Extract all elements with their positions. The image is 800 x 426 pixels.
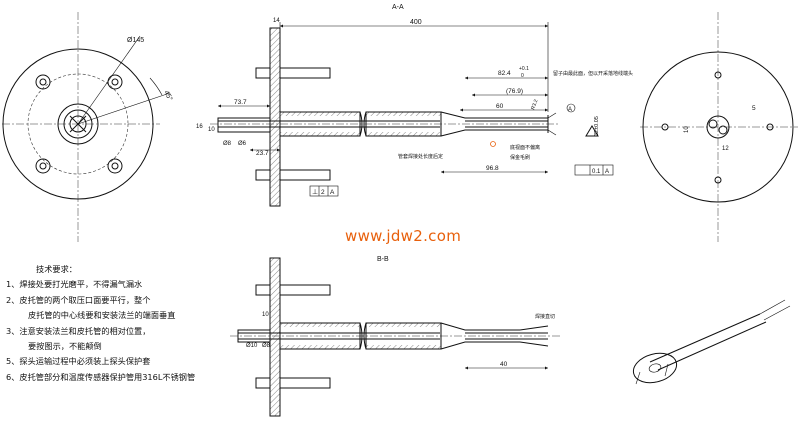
dim-right-5: 5 xyxy=(752,105,756,112)
notes-title: 技术要求： xyxy=(36,264,77,274)
note-top: 留子由最此面，但以开采落地线端头 xyxy=(553,70,633,77)
tol-flat-value: 0.1 xyxy=(592,169,601,175)
tol-perp-symbol: ⊥ xyxy=(312,189,318,196)
dim-angle-45: 45° xyxy=(162,89,174,102)
note-mid2: 保金毛刷 xyxy=(510,154,530,161)
note-6: 6、皮托管部分和温度传感器保护管用316L不锈钢管 xyxy=(6,371,196,382)
flange-plate xyxy=(269,27,281,207)
dim-d6: Ø6 xyxy=(238,141,247,147)
section-label-aa: A-A xyxy=(392,4,404,11)
flange-front-view-right: 5 10 12 32±0.05 xyxy=(594,12,798,242)
dim-60: 60 xyxy=(496,103,504,110)
website-link[interactable]: www.jdw2.com xyxy=(345,227,462,245)
section-bb: B-B 10 Ø10 Ø8 40 焊接直切 xyxy=(230,256,560,417)
dim-r3-2: R3.2 xyxy=(530,99,539,111)
dim-right-12: 12 xyxy=(722,146,729,152)
section-aa: A-A 400 14 82.4 +0.1 xyxy=(196,4,633,207)
note-2b: 皮托管的中心线要和安装法兰的端面垂直 xyxy=(28,310,176,321)
dim-23-7: 23.7 xyxy=(256,150,269,157)
dim-bb-40: 40 xyxy=(500,361,508,368)
note-3a: 3、注意安装法兰和皮托管的相对位置， xyxy=(6,325,151,336)
note-mid1: 底视面不偏离 xyxy=(510,144,540,151)
dim-width-14: 14 xyxy=(273,18,280,24)
dim-bb-d8: Ø8 xyxy=(262,343,271,349)
note-2a: 2、皮托管的两个取压口面要平行，整个 xyxy=(6,294,151,305)
dim-d8: Ø8 xyxy=(223,141,232,147)
tol-upper: +0.1 xyxy=(519,66,529,72)
note-5: 5、探头运输过程中必须装上探头保护套 xyxy=(6,356,151,367)
note-bottom: 管套焊接处长度后定 xyxy=(398,153,443,160)
note-1: 1、焊接处要打光磨平，不得漏气漏水 xyxy=(6,279,143,290)
note-bb: 焊接直切 xyxy=(535,313,555,320)
dim-d10: 10 xyxy=(208,127,215,133)
dim-73-7: 73.7 xyxy=(234,99,247,106)
dim-96-8: 96.8 xyxy=(486,165,499,172)
isometric-sketch xyxy=(632,299,791,385)
tol-perp-ref: A xyxy=(330,189,335,196)
dim-76-9: (76.9) xyxy=(506,88,523,95)
tol-perp-value: 2 xyxy=(321,189,325,196)
tol-lower: 0 xyxy=(521,73,524,79)
technical-requirements: 技术要求： 1、焊接处要打光磨平，不得漏气漏水 2、皮托管的两个取压口面要平行，… xyxy=(6,262,246,385)
dim-bb-10: 10 xyxy=(262,312,269,318)
dim-bb-d10: Ø10 xyxy=(246,343,258,349)
dim-d16: 16 xyxy=(196,124,203,130)
section-label-bb: B-B xyxy=(377,256,389,263)
datum-a: A xyxy=(568,107,572,113)
dim-right-10: 10 xyxy=(684,126,690,133)
flange-front-view-left: Ø145 45° xyxy=(2,12,174,242)
dim-length-400: 400 xyxy=(410,19,422,26)
note-3b: 要按图示，不能颠倒 xyxy=(28,341,102,352)
dim-32-005: 32±0.05 xyxy=(594,116,600,136)
dim-diameter-145: Ø145 xyxy=(127,37,144,44)
dim-82-4: 82.4 xyxy=(498,70,511,77)
tol-flat-ref: A xyxy=(605,169,609,175)
